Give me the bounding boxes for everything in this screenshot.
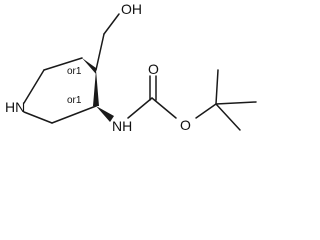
- hydroxyl-label: OH: [121, 1, 142, 17]
- wedge-c3-c4: [82, 58, 96, 74]
- stereo-labels: or1 or1: [67, 66, 82, 106]
- bond-c4-ch2: [95, 33, 105, 71]
- bond-ester-o-tbu: [195, 103, 217, 119]
- stereo-label-c4: or1: [67, 66, 82, 77]
- bonds: [23, 13, 257, 131]
- bond-c6-c5: [51, 105, 97, 124]
- bond-ch2-oh: [103, 13, 120, 35]
- carbonyl-oxygen-label: O: [148, 61, 159, 77]
- ester-oxygen-label: O: [180, 117, 191, 133]
- ring-nitrogen-label: HN: [5, 99, 25, 115]
- bond-tbu-top: [215, 69, 219, 105]
- bond-nh-carbonyl: [127, 97, 153, 119]
- bond-n1-c2: [23, 69, 45, 104]
- bond-tbu-bottom: [215, 103, 241, 131]
- wedge-bonds: [82, 58, 114, 122]
- wedge-c4-c5: [93, 70, 99, 106]
- structure-diagram: OH HN NH O O or1 or1: [5, 1, 257, 134]
- bond-carbonyl-ester-o: [151, 97, 177, 119]
- wedge-c5-nh: [96, 106, 114, 122]
- atom-labels: OH HN NH O O: [5, 1, 191, 134]
- bond-c2-c3-ring: [43, 57, 83, 71]
- stereo-label-c3: or1: [67, 95, 82, 106]
- bond-n1-c6: [23, 111, 53, 124]
- carbamate-nitrogen-label: NH: [112, 118, 132, 134]
- bond-tbu-right: [215, 101, 257, 105]
